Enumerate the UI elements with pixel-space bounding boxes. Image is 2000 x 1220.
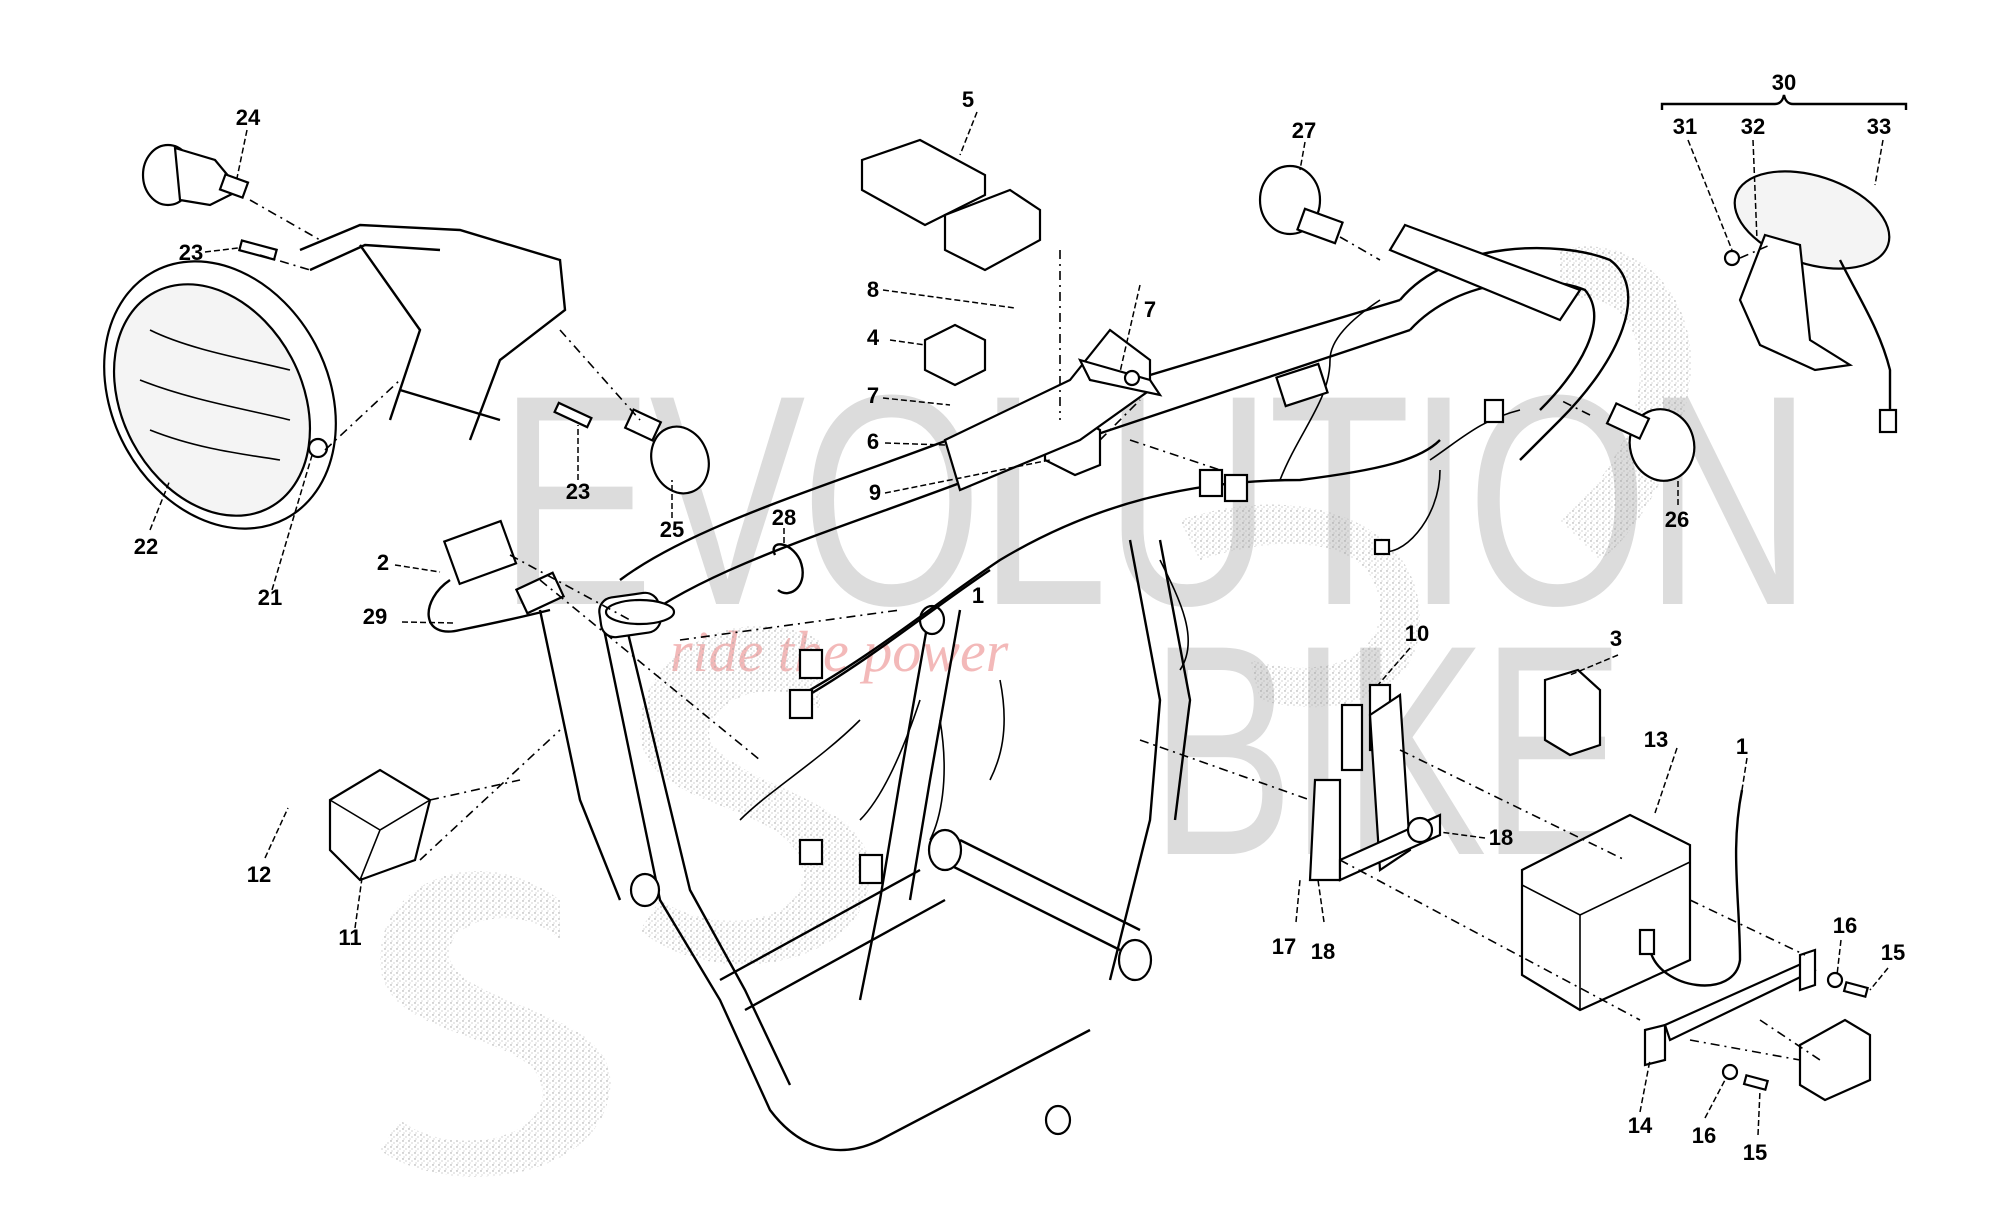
callout-13[interactable]: 13	[1643, 727, 1669, 752]
battery-box	[1308, 693, 1442, 882]
regulator	[1798, 1018, 1872, 1102]
ignition-coil	[427, 519, 566, 633]
battery	[1520, 813, 1692, 1012]
callout-8[interactable]: 8	[866, 277, 880, 302]
callout-1-battery[interactable]: 1	[1735, 734, 1749, 759]
callout-16-upper[interactable]: 16	[1832, 913, 1858, 938]
watermark-stipple-s-mid	[640, 625, 871, 965]
callout-2[interactable]: 2	[376, 550, 390, 575]
callout-31[interactable]: 31	[1672, 114, 1698, 139]
watermark-stipple-right	[1180, 246, 1692, 708]
battery-cable	[1638, 789, 1744, 987]
leader-lines	[149, 111, 1889, 1136]
callout-4[interactable]: 4	[866, 325, 880, 350]
callout-29[interactable]: 29	[362, 604, 388, 629]
callout-7-right[interactable]: 7	[1143, 297, 1157, 322]
callout-6[interactable]: 6	[866, 429, 880, 454]
callout-32[interactable]: 32	[1740, 114, 1766, 139]
motorcycle-frame	[538, 223, 1630, 1152]
callout-15-lower[interactable]: 15	[1742, 1140, 1768, 1165]
cdi-unit	[860, 138, 1042, 272]
callout-30[interactable]: 30	[1771, 70, 1797, 95]
headlight-bracket	[299, 223, 567, 441]
callout-23-upper[interactable]: 23	[178, 240, 204, 265]
watermark-stipple-s-left	[380, 871, 611, 1177]
callout-9[interactable]: 9	[868, 480, 882, 505]
callout-18-bottom[interactable]: 18	[1310, 939, 1336, 964]
front-turn-signal-right	[623, 408, 710, 495]
callout-23-lower[interactable]: 23	[565, 479, 591, 504]
battery-strap-bracket	[1643, 948, 1817, 1067]
callout-26[interactable]: 26	[1664, 507, 1690, 532]
callout-5[interactable]: 5	[961, 87, 975, 112]
headlight-assembly	[103, 260, 337, 530]
starter-relay	[1543, 668, 1602, 757]
control-unit	[328, 768, 432, 882]
washers-bolts	[1721, 971, 1870, 1092]
callout-18-right[interactable]: 18	[1488, 825, 1514, 850]
callout-3[interactable]: 3	[1609, 626, 1623, 651]
callout-16-lower[interactable]: 16	[1691, 1123, 1717, 1148]
callout-15-upper[interactable]: 15	[1880, 940, 1906, 965]
callout-14[interactable]: 14	[1627, 1113, 1653, 1138]
callout-12[interactable]: 12	[246, 862, 272, 887]
tail-light-assembly	[1723, 170, 1898, 434]
callout-7-left[interactable]: 7	[866, 383, 880, 408]
relay-bracket	[943, 328, 1163, 492]
callout-22[interactable]: 22	[133, 534, 159, 559]
rear-turn-signal-left	[1258, 164, 1344, 245]
callout-21[interactable]: 21	[257, 585, 283, 610]
group-bracket-30	[1660, 94, 1908, 110]
assembly-lines	[249, 199, 1821, 1061]
rear-turn-signal-right	[1605, 401, 1696, 482]
callout-17[interactable]: 17	[1271, 934, 1297, 959]
callout-1-harness[interactable]: 1	[971, 583, 985, 608]
wiring-harness	[739, 299, 1521, 885]
callout-33[interactable]: 33	[1866, 114, 1892, 139]
callout-28[interactable]: 28	[771, 505, 797, 530]
callout-11[interactable]: 11	[338, 925, 362, 950]
callout-25[interactable]: 25	[659, 517, 685, 542]
callout-24[interactable]: 24	[235, 105, 261, 130]
relay-4	[923, 323, 987, 387]
callout-10[interactable]: 10	[1404, 621, 1430, 646]
front-turn-signal-left	[141, 143, 250, 207]
bolts-front	[237, 239, 593, 429]
callout-27[interactable]: 27	[1291, 118, 1317, 143]
clip-28	[772, 543, 804, 595]
